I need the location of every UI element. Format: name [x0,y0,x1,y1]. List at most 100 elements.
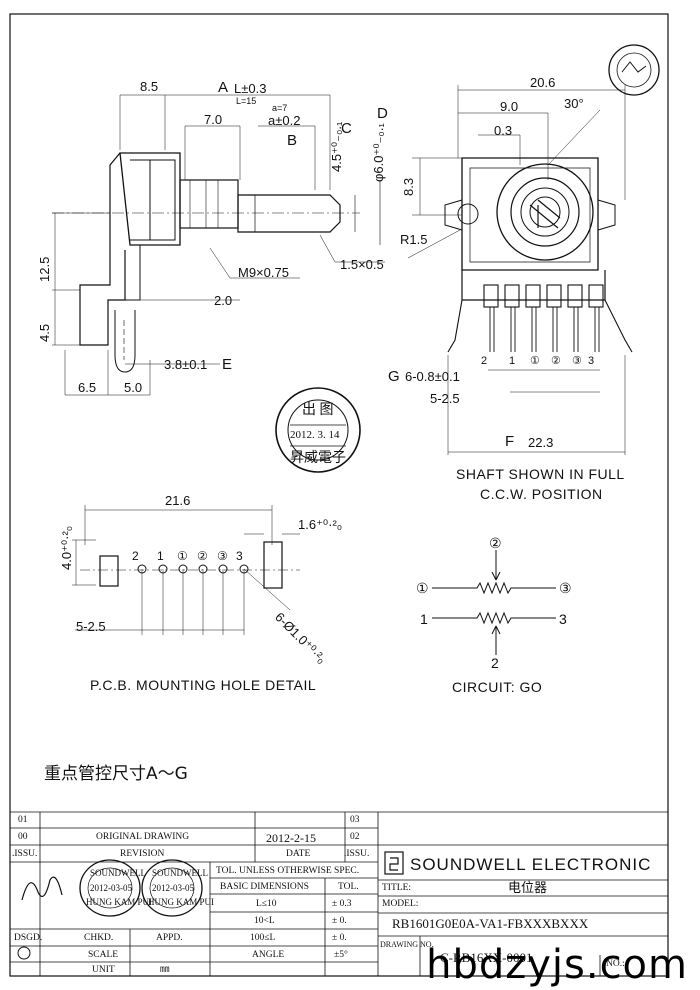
circuit-left-pin1: ① [416,580,429,596]
pcb-pin-label: 3 [236,549,243,563]
dim-6-5: 6.5 [78,380,97,395]
dim-7-0: 7.0 [204,112,223,127]
dim-c-label: C [341,120,352,137]
front-pin-label: 3 [588,355,595,367]
pcb-dim-21-6: 21.6 [165,493,191,508]
tb-row1-dim: L≤10 [256,899,277,909]
dim-0-3: 0.3 [494,123,513,138]
tb-stamp2-person: HUNG KAM PUI [148,897,215,907]
tb-rev-00: 00 [18,832,28,842]
dim-a-sub2: a=7 [272,103,288,113]
dim-pitch-front: 5-2.5 [430,391,460,406]
dim-f-label: F [505,433,515,450]
dim-5-0: 5.0 [124,380,143,395]
pcb-pin-label: ③ [217,549,228,563]
circuit-bottom-pin: 2 [491,655,499,671]
front-pin-label: 2 [481,355,488,367]
dim-b-label: B [287,132,298,149]
tb-stamp1-person: HUNG KAM PUI [86,897,153,907]
circuit-top-pin: ② [489,535,502,551]
dim-chamfer: 1.5×0.5 [340,257,384,272]
dim-a-tol: L±0.3 [234,81,267,96]
dim-2-0: 2.0 [214,293,233,308]
key-dimensions-note: 重点管控尺寸A～G [44,764,188,784]
tb-rev-03: 03 [350,815,360,825]
dim-a-label: A [218,79,229,96]
pcb-pin-label: ② [197,549,208,563]
tb-dsgd: DSGD. [14,933,43,943]
dim-12-5: 12.5 [37,256,52,282]
tb-row3-dim: 100≤L [250,933,276,943]
front-pin-label: ② [551,355,561,367]
dim-8-3: 8.3 [401,177,416,196]
tb-revision: REVISION [120,849,165,859]
front-pin-label: 1 [509,355,516,367]
pcb-pin-label: 2 [132,549,139,563]
watermark: hbdzyjs.com [426,942,688,988]
tb-scale: SCALE [88,950,119,960]
dim-d-label: D [377,105,388,122]
pcb-dim-4-0: 4.0⁺⁰·²₀ [59,525,74,570]
dim-g-label: G [388,368,400,385]
tb-rev-02: 02 [350,832,360,842]
pcb-pin-label: 1 [157,549,164,563]
stamp-out-date: 2012. 3. 14 [290,429,340,441]
tb-drawing-no-label: DRAWING NO. [380,940,434,949]
tb-row2-tol: ± 0. [332,916,347,926]
tb-model-value: RB1601G0E0A-VA1-FBXXXBXXX [392,916,589,931]
dim-e-value: 3.8±0.1 [164,357,208,372]
dim-r1-5: R1.5 [400,232,428,247]
tb-chkd: CHKD. [84,933,114,943]
tb-title-label: TITLE: [382,883,412,893]
stamp-out-company: 昇威電子 [290,451,346,466]
tb-tol: TOL. [338,882,359,892]
tb-unit: UNIT [92,965,115,975]
dim-30-deg: 30° [564,96,584,111]
tb-issu-left: .ISSU. [12,849,38,859]
tb-tol-spec: TOL. UNLESS OTHERWISE SPEC. [216,866,360,876]
dim-m9: M9×0.75 [238,265,289,280]
tb-stamp2-date: 2012-03-05 [152,883,194,893]
pcb-dim-1-6: 1.6⁺⁰·²₀ [298,517,343,532]
tb-rev-01: 01 [18,815,28,825]
tb-model-label: MODEL: [382,899,419,909]
circuit-title: CIRCUIT: GO [452,679,543,695]
tb-stamp1-name: SOUNDWELL [90,868,146,878]
dim-20-6: 20.6 [530,75,556,90]
tb-no-label: NO.: [606,959,625,969]
shaft-note-line1: SHAFT SHOWN IN FULL [456,466,625,482]
tb-original-drawing: ORIGINAL DRAWING [96,832,190,842]
circuit-right-pin2: 3 [559,611,567,627]
tb-unit-value: ㎜ [160,965,170,975]
pcb-pin-label: ① [177,549,188,563]
tb-angle: ANGLE [252,950,285,960]
tb-row1-tol: ± 0.3 [332,899,352,909]
dim-9-0: 9.0 [500,99,519,114]
tb-stamp1-date: 2012-03-05 [90,883,132,893]
front-pin-label: ③ [572,355,582,367]
pcb-title: P.C.B. MOUNTING HOLE DETAIL [90,677,317,693]
tb-drawing-no-value: C-RB16XX-0001 [440,950,533,965]
stamp-out-label: 出 图 [302,403,334,418]
dim-d-value: φ6.0⁺⁰₋₀.₁ [371,123,386,182]
tb-issu-right: .ISSU. [344,849,370,859]
dim-a-small-tol: a±0.2 [268,113,301,128]
dim-a-sub: L=15 [236,96,257,106]
dim-e-label: E [222,356,233,373]
dim-f-value: 22.3 [528,435,554,450]
dim-g-value: 6-0.8±0.1 [405,369,460,384]
tb-stamp2-name: SOUNDWELL [152,868,208,878]
tb-row3-tol: ± 0. [332,933,347,943]
tb-row2-dim: 10<L [254,916,275,926]
tb-basic-dim: BASIC DIMENSIONS [220,882,309,892]
circuit-left-pin2: 1 [420,611,428,627]
tb-company: SOUNDWELL ELECTRONIC [410,855,652,874]
pcb-pitch: 5-2.5 [76,619,106,634]
circuit-right-pin1: ③ [559,580,572,596]
tb-orig-date: 2012-2-15 [266,831,316,845]
dim-c-value: 4.5⁺⁰₋₀.₁ [329,121,344,172]
tb-appd: APPD. [156,933,183,943]
tb-angle-tol: ±5° [334,950,348,960]
front-pin-label: ① [530,355,540,367]
